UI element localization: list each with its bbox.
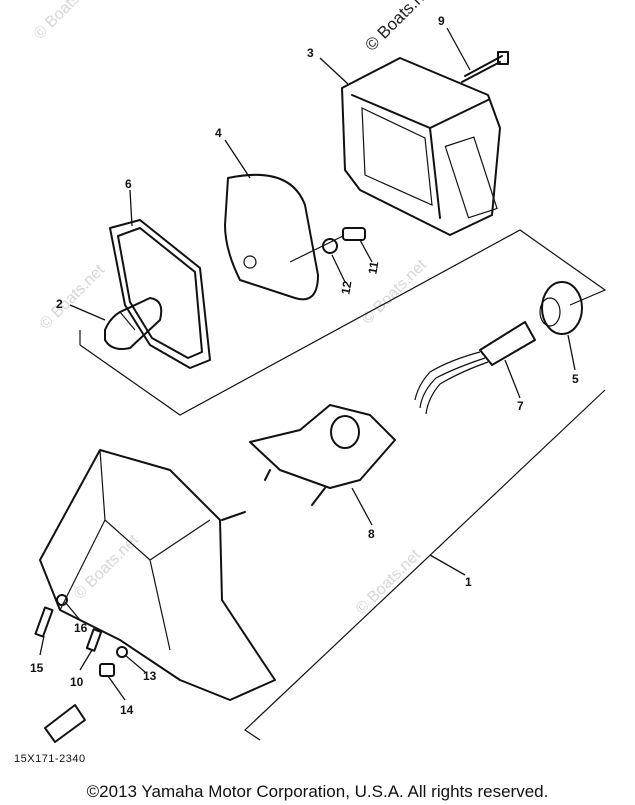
drawing-code: 15X171-2340: [14, 753, 86, 765]
watermark-top-left: © Boats.net: [31, 0, 103, 43]
part-5-socket-cap: [539, 281, 583, 335]
watermark-bottom-center: © Boats.net: [353, 546, 425, 618]
part-7-socket-cord: [414, 321, 536, 415]
part-13-nut: [116, 646, 128, 658]
leader-lines: [39, 27, 576, 701]
callout-3: 3: [307, 46, 314, 60]
part-12-washer: [322, 238, 338, 254]
callout-11: 11: [365, 260, 381, 275]
callout-13: 13: [143, 669, 157, 683]
part-11-screw: [289, 227, 366, 263]
callout-14: 14: [120, 703, 134, 717]
part-14-nut: [99, 663, 115, 677]
part-16-washer: [56, 594, 68, 606]
part-3-tail-light-housing: [341, 57, 501, 236]
part-6-gasket: [109, 219, 211, 369]
callout-8: 8: [368, 527, 375, 541]
part-15-bolt: [34, 606, 54, 638]
assembly-outline: [79, 229, 607, 416]
part-9-bolt: [461, 51, 509, 83]
copyright-notice: ©2013 Yamaha Motor Corporation, U.S.A. A…: [86, 782, 549, 801]
part-10-bolt: [85, 628, 103, 652]
watermark-left-top: © Boats.net: [37, 261, 109, 333]
watermarks: © Boats.net © Boats.net © Boats.net © Bo…: [31, 0, 438, 618]
callout-15: 15: [30, 661, 44, 675]
callout-12: 12: [338, 280, 354, 296]
part-1-fender-base: [39, 449, 276, 701]
part-8-bracket: [249, 404, 396, 506]
callout-10: 10: [70, 675, 84, 689]
callout-6: 6: [125, 177, 132, 191]
callout-5: 5: [572, 372, 579, 386]
callout-1: 1: [465, 575, 472, 589]
callout-4: 4: [215, 126, 222, 140]
license-plate-fragment: [44, 704, 86, 743]
watermark-top: © Boats.net: [361, 0, 438, 55]
callout-16: 16: [74, 621, 88, 635]
assembly-outline-lower: [244, 389, 606, 741]
part-4-plate: [224, 173, 319, 301]
callout-2: 2: [56, 297, 63, 311]
callout-7: 7: [517, 399, 524, 413]
callout-labels: 3 9 4 6 2 11 12 5 7 8 1 16 13 14 10 15: [30, 14, 579, 717]
part-2-bulb: [104, 297, 163, 350]
callout-9: 9: [438, 14, 445, 28]
